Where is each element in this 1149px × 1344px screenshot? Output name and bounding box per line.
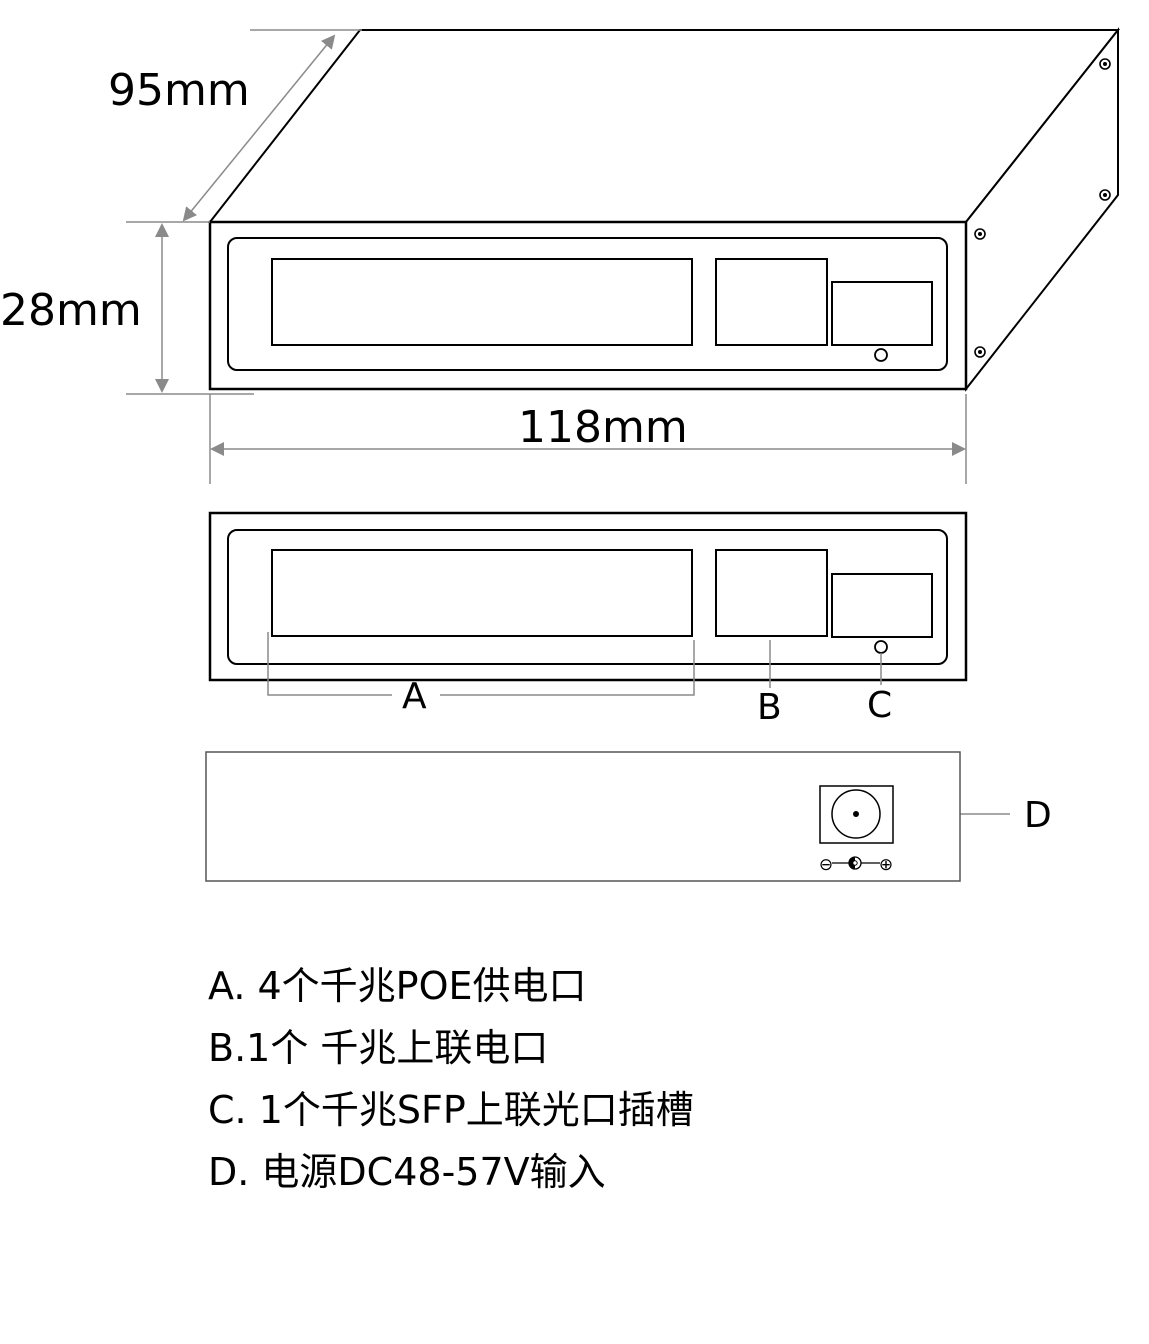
screw-icon: [974, 228, 986, 240]
polarity-symbol: [832, 856, 880, 870]
width-dimension-label: 118mm: [518, 402, 688, 453]
poe-ports-block: [271, 258, 693, 346]
poe-ports-block: [271, 549, 693, 637]
callout-a-label: A: [402, 676, 427, 717]
sfp-slot-block: [831, 573, 933, 638]
front-bezel: [227, 237, 948, 371]
front-face: [208, 220, 968, 391]
indicator-led-icon: [874, 348, 888, 362]
front-view-face: [208, 511, 968, 682]
top-face: [207, 29, 1121, 223]
dc-jack-pin: [853, 811, 859, 817]
sfp-slot-block: [831, 281, 933, 346]
positive-terminal-icon: ⊕: [879, 855, 893, 875]
legend-list: A. 4个千兆POE供电口 B.1个 千兆上联电口 C. 1个千兆SFP上联光口…: [208, 955, 694, 1203]
uplink-port-block: [715, 549, 828, 637]
device-diagram: 95mm 28mm 118mm A B C D ⊖ ⊕: [0, 27, 1121, 882]
screw-icon: [1099, 189, 1111, 201]
callout-d-label: D: [1024, 795, 1052, 836]
callout-c-label: C: [867, 685, 892, 726]
dc-jack-socket: [831, 789, 881, 839]
front-view-bezel: [227, 529, 948, 665]
rear-view: ⊖ ⊕: [205, 751, 961, 882]
callout-b-label: B: [757, 687, 782, 728]
negative-terminal-icon: ⊖: [819, 855, 833, 875]
height-dimension-label: 28mm: [0, 285, 142, 336]
legend-item-b: B.1个 千兆上联电口: [208, 1026, 549, 1070]
front-view: [208, 511, 968, 682]
screw-icon: [1099, 58, 1111, 70]
depth-dimension-label: 95mm: [108, 65, 250, 116]
legend-item-d: D. 电源DC48-57V输入: [208, 1150, 606, 1194]
dimension-lines: [126, 29, 967, 484]
uplink-port-block: [715, 258, 828, 346]
screw-icon: [974, 346, 986, 358]
isometric-view: [207, 27, 1121, 392]
legend-item-c: C. 1个千兆SFP上联光口插槽: [208, 1088, 694, 1132]
legend-item-a: A. 4个千兆POE供电口: [208, 964, 587, 1008]
